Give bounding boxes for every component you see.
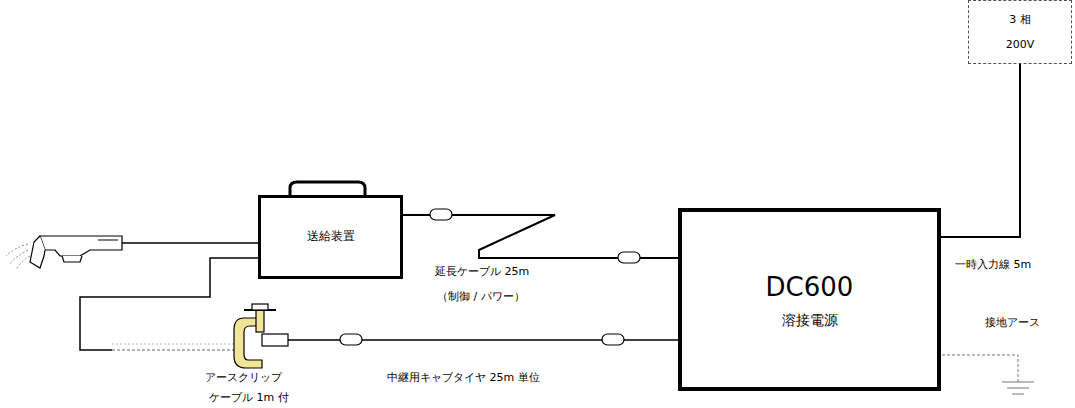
feeder-handle xyxy=(290,182,365,196)
ground-symbol xyxy=(942,355,1034,394)
wire-spray xyxy=(6,244,30,270)
cable-label: 中継用キャブタイヤ 25m 単位 xyxy=(386,371,541,384)
torch-cable xyxy=(122,242,258,244)
cable-label: 一時入力線 5m xyxy=(954,258,1032,271)
workpiece-dotted xyxy=(112,344,238,345)
feeder-box: 送給装置 xyxy=(258,195,403,279)
cable-label: 延長ケーブル 25m xyxy=(434,265,530,278)
earth-clip xyxy=(234,304,288,368)
ground-label: 接地アース xyxy=(984,316,1041,329)
clip-label: ケーブル 1m 付 xyxy=(208,391,290,404)
welding-torch xyxy=(30,236,122,268)
node-title: DC600 xyxy=(766,269,854,305)
cable-label: （制御 / パワー） xyxy=(436,290,526,303)
workpiece-wire xyxy=(80,258,258,350)
node-title: 送給装置 xyxy=(307,229,355,245)
cable-connector-line xyxy=(941,64,1020,237)
cable-connector-line xyxy=(403,215,678,258)
power-source-box: DC600 溶接電源 xyxy=(678,208,941,391)
clip-label: アースクリップ xyxy=(204,371,283,384)
node-subtitle: 溶接電源 xyxy=(782,311,838,331)
node-title: 3 相 200V xyxy=(999,7,1041,57)
workpiece-dotted xyxy=(112,350,238,351)
power-supply-box: 3 相 200V xyxy=(968,0,1072,64)
